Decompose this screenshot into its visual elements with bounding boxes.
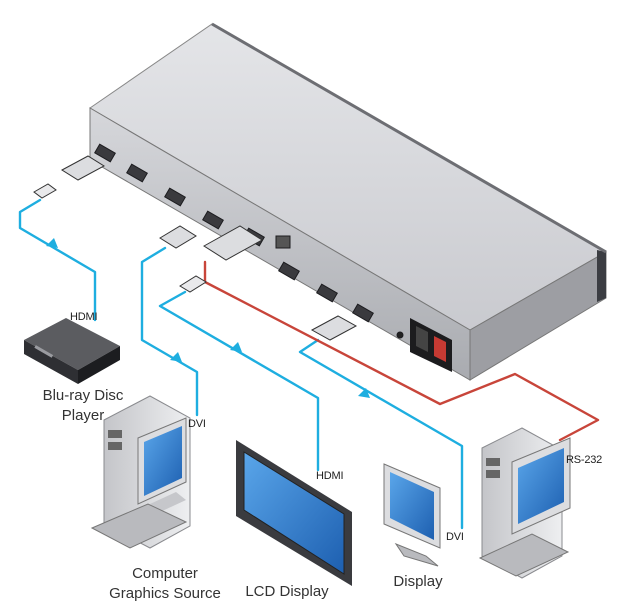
label-rs232: RS-232 <box>566 454 603 466</box>
label-dvi-computer: DVI <box>188 418 206 430</box>
bluray-player <box>24 318 120 384</box>
computer-label-line1: Computer <box>132 565 198 582</box>
computer-label-line2: Graphics Source <box>109 585 221 602</box>
lcd-label-line1: LCD Display <box>245 583 329 600</box>
computer-monitor <box>90 417 188 549</box>
bluray-label-line1: Blu-ray Disc <box>42 387 124 404</box>
lcd-display-label: LCD Display <box>232 582 342 602</box>
dvi-plug-display <box>310 315 358 341</box>
dvi-cable-display <box>298 338 464 530</box>
hdmi-plug-bluray <box>33 183 57 199</box>
unit-rear-edge <box>211 22 607 254</box>
dvi-plug-center <box>203 225 263 261</box>
arrow-lcd <box>230 342 242 352</box>
cable-plugs <box>33 155 358 341</box>
arrow-bluray <box>46 238 58 248</box>
bluray-player-label: Blu-ray Disc Player <box>18 386 148 426</box>
label-dvi-display: DVI <box>446 531 464 543</box>
power-inlet <box>410 318 452 372</box>
hdmi-cable-bluray <box>18 198 97 322</box>
computer-graphics-source-label: Computer Graphics Source <box>100 564 230 604</box>
rs232-cable <box>203 260 600 442</box>
hdmi-cable-lcd <box>158 290 320 472</box>
arrow-display <box>358 388 370 398</box>
dvi-plug-bluray <box>61 155 105 181</box>
switcher-unit <box>89 22 608 381</box>
label-hdmi-lcd: HDMI <box>316 470 344 482</box>
display-monitor <box>383 463 441 567</box>
arrow-computer <box>170 352 182 362</box>
cables <box>18 198 600 530</box>
dvi-plug-computer <box>159 225 197 249</box>
hdmi-plug-lcd <box>179 275 207 293</box>
bluray-label-line2: Player <box>61 407 105 424</box>
control-pc <box>478 427 571 579</box>
lcd-display <box>236 440 352 586</box>
display-label: Display <box>378 572 458 592</box>
rack-ear-right <box>597 250 606 302</box>
dvi-cable-computer <box>140 246 199 417</box>
display-label-line1: Display <box>393 573 443 590</box>
label-hdmi-bluray: HDMI <box>70 311 98 323</box>
rear-connectors <box>94 143 404 339</box>
